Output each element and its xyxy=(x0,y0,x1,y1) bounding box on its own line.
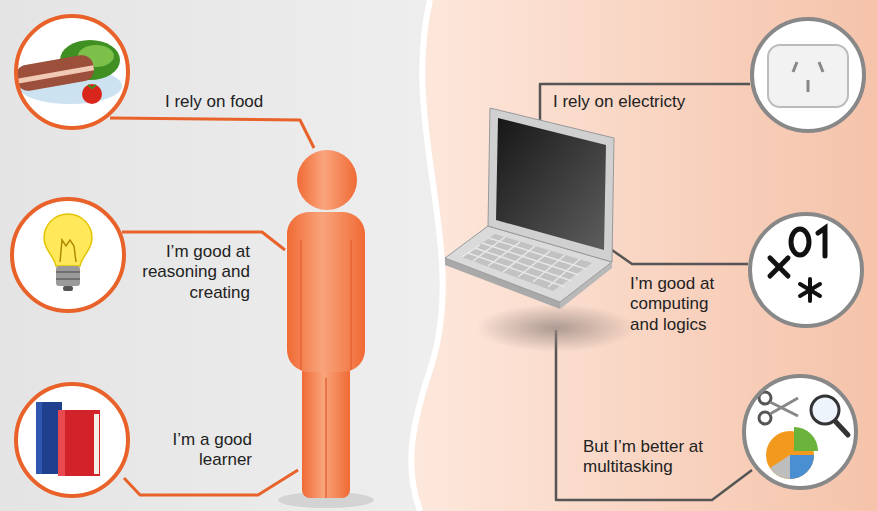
multitasking-icon xyxy=(744,376,856,488)
books-icon xyxy=(36,402,42,474)
computing-icon xyxy=(800,284,820,296)
outlet-icon xyxy=(768,45,848,107)
lightbulb-icon xyxy=(44,214,92,266)
leader-line xyxy=(612,250,748,264)
computing-icon xyxy=(750,214,862,326)
leader-line xyxy=(556,330,752,500)
human-figure xyxy=(297,150,357,210)
laptop xyxy=(533,255,565,282)
multitasking-icon xyxy=(759,412,771,424)
leader-line xyxy=(110,118,314,148)
laptop xyxy=(496,118,606,250)
multitasking-icon xyxy=(790,455,814,479)
human-figure xyxy=(278,150,374,508)
multitasking-icon xyxy=(835,421,848,435)
human-figure xyxy=(325,378,327,498)
callout-text: I’m good at reasoning and creating xyxy=(138,242,250,303)
food-icon xyxy=(14,16,128,128)
human-figure xyxy=(287,212,365,372)
multitasking-icon xyxy=(744,376,856,488)
outlet-icon xyxy=(819,62,823,72)
outlet-icon xyxy=(768,45,848,107)
food-icon xyxy=(82,84,102,104)
lightbulb-icon xyxy=(44,214,92,291)
food-icon xyxy=(16,65,94,83)
computing-icon xyxy=(750,214,862,326)
leader-line xyxy=(124,470,298,495)
lightbulb-icon xyxy=(56,278,80,280)
callout-text: I’m good at computing and logics xyxy=(630,274,738,335)
background xyxy=(411,0,877,511)
lightbulb-icon xyxy=(63,286,73,291)
multitasking-icon xyxy=(759,392,848,479)
multitasking-icon xyxy=(794,427,818,451)
computing-icon xyxy=(791,229,809,255)
computing-icon xyxy=(750,214,862,326)
computing-icon xyxy=(770,258,788,276)
lightbulb-icon xyxy=(56,271,80,273)
books-icon xyxy=(16,384,128,496)
multitasking-icon xyxy=(770,398,798,414)
laptop xyxy=(503,246,535,272)
human-figure xyxy=(350,240,352,370)
laptop xyxy=(462,245,480,257)
computing-icon xyxy=(770,258,788,276)
lightbulb-icon xyxy=(60,240,76,262)
multitasking-icon xyxy=(770,402,798,416)
laptop xyxy=(476,304,636,352)
lightbulb-icon xyxy=(12,199,124,311)
books-icon xyxy=(16,384,128,496)
outlet-icon xyxy=(752,19,864,131)
multitasking-icon xyxy=(744,376,856,488)
human-figure xyxy=(300,240,302,370)
lightbulb-icon xyxy=(56,266,80,286)
laptop xyxy=(548,259,580,287)
outlet-icon xyxy=(752,19,864,131)
books-icon xyxy=(16,384,128,496)
laptop xyxy=(518,251,550,277)
lightbulb-icon xyxy=(12,199,124,311)
food-icon xyxy=(88,85,96,88)
outlet-icon xyxy=(793,62,797,72)
lightbulb-icon xyxy=(12,199,124,311)
multitasking-icon xyxy=(811,396,839,424)
books-icon xyxy=(58,410,100,476)
leader-line xyxy=(110,84,752,500)
background xyxy=(411,0,442,511)
callout-text: I rely on electricty xyxy=(553,92,743,112)
books-icon xyxy=(36,402,100,476)
outlet-icon xyxy=(752,19,864,131)
computing-icon xyxy=(800,284,820,296)
callout-text: I rely on food xyxy=(165,92,315,112)
leader-line xyxy=(540,84,750,120)
multitasking-icon xyxy=(770,455,790,479)
books-icon xyxy=(58,410,65,476)
food-icon xyxy=(14,53,95,92)
food-icon xyxy=(16,16,128,128)
laptop xyxy=(488,108,614,262)
outlet-icon xyxy=(807,80,810,92)
callout-text: I’m a good learner xyxy=(146,430,252,471)
computing-icon xyxy=(818,228,825,256)
books-icon xyxy=(94,414,99,474)
computing-icon xyxy=(770,228,825,301)
food-icon xyxy=(14,40,122,104)
callout-text: But I’m better at multitasking xyxy=(583,437,733,478)
laptop xyxy=(445,108,636,352)
